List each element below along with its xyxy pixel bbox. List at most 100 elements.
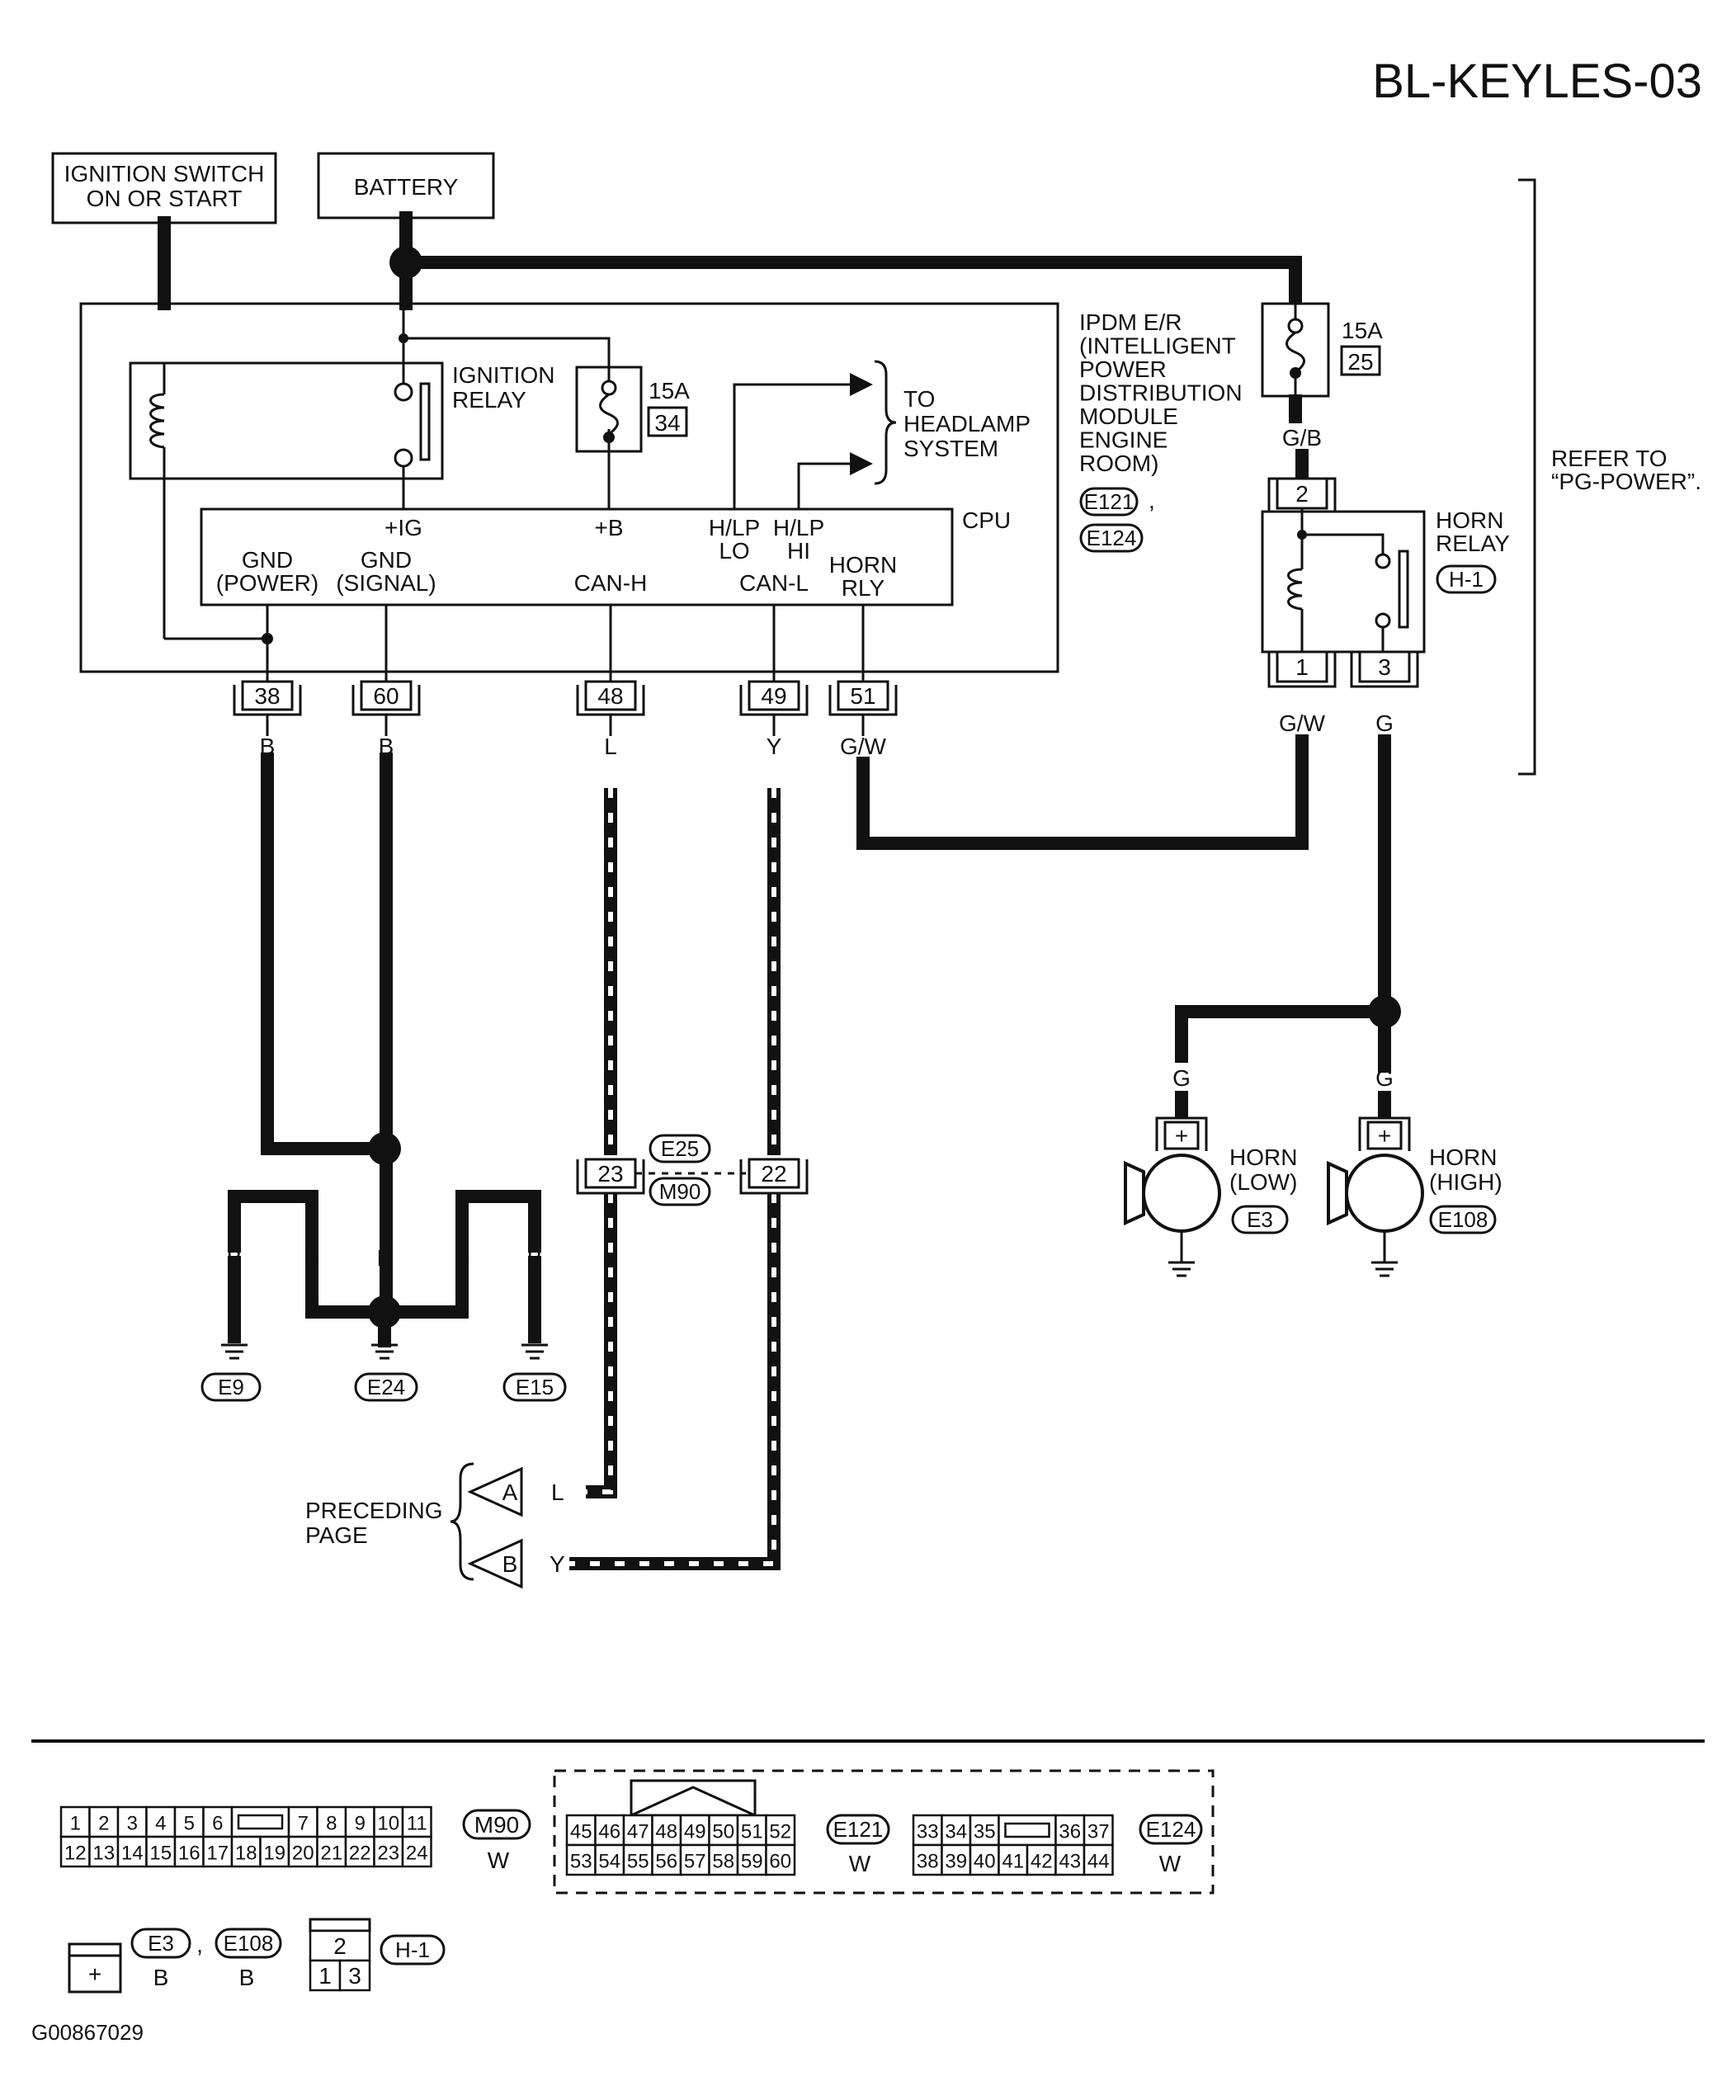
connector-view-e124-id: E124 W [1139,1814,1203,1876]
connector-cavity: 15 [145,1835,177,1868]
joint-connector-m90: M90 [659,1179,701,1204]
svg-text:33: 33 [917,1820,939,1843]
connector-cavity: 48 [651,1814,682,1847]
arrow-b-wire: Y [550,1551,565,1577]
horn-low-terminal: + [1175,1123,1188,1149]
connector-cavity: 9 [344,1805,375,1838]
svg-text:2: 2 [98,1812,109,1834]
connector-view-h1: 2 1 3 H-1 [309,1918,446,1992]
joint-terminal-23: 23 [597,1161,623,1187]
joint-connector: 23 22 E25 M90 [576,1134,809,1206]
svg-text:50: 50 [712,1820,734,1843]
ground-symbols [221,1343,548,1360]
external-fuse-number: 25 [1347,349,1373,375]
connector-cavity: 37 [1083,1814,1114,1847]
ground-splice-lower [368,1295,401,1328]
svg-text:1: 1 [70,1812,81,1834]
svg-text:37: 37 [1087,1820,1110,1843]
cpu-pin-b: +B [594,515,623,540]
connector-cavity: 11 [401,1805,432,1838]
battery-label: BATTERY [354,174,459,200]
connector-cavity: 13 [88,1835,120,1868]
connector-cavity: 56 [651,1843,682,1876]
svg-text:19: 19 [263,1842,285,1864]
refer-to: REFER TO“PG-POWER”. [1518,178,1701,776]
svg-text:W: W [849,1851,871,1876]
svg-text:47: 47 [627,1820,649,1843]
connector-cavity: 52 [765,1814,796,1847]
connector-cavity: 55 [622,1843,653,1876]
horn-high-terminal: + [1378,1123,1391,1149]
svg-text:42: 42 [1031,1850,1053,1872]
ground-splice-upper [368,1132,401,1165]
cpu-internal-leads [164,605,865,682]
svg-text:H-1: H-1 [395,1937,430,1962]
svg-text:39: 39 [945,1850,967,1872]
svg-text:55: 55 [627,1850,649,1872]
svg-text:43: 43 [1059,1850,1081,1872]
connector-cavity: 3 [116,1805,148,1838]
svg-text:54: 54 [598,1850,620,1872]
power-feed-wires [158,211,1302,310]
cpu-pin-ig: +IG [384,515,422,540]
svg-text:52: 52 [769,1820,791,1843]
connector-cavity: 44 [1083,1843,1114,1876]
svg-text:8: 8 [326,1812,337,1834]
connector-cavity: 24 [401,1835,432,1868]
horn-low-label: HORN(LOW) [1229,1144,1297,1195]
connector-cavity [230,1805,290,1838]
connector-cavity: 60 [765,1843,796,1876]
svg-text:B: B [153,1965,169,1990]
svg-text:16: 16 [178,1842,200,1864]
ipdm-wire-color: Y [767,734,782,759]
connector-cavity: 51 [736,1814,767,1847]
connector-cavity: 43 [1054,1843,1086,1876]
connector-cavity: 7 [287,1805,318,1838]
svg-text:B: B [527,1245,543,1271]
ipdm-connector-e121: E121 , [1079,487,1155,517]
connector-cavity: 34 [941,1814,972,1847]
svg-text:12: 12 [64,1842,87,1864]
svg-text:E108: E108 [224,1931,274,1956]
connector-cavity: 38 [912,1843,943,1876]
svg-text:60: 60 [373,683,399,709]
can-lines [569,788,781,1570]
svg-text:A: A [502,1479,518,1505]
connector-cavity: 16 [173,1835,205,1868]
ipdm-connector-group [553,1769,1215,1895]
svg-text:M90: M90 [474,1812,519,1838]
svg-text:46: 46 [598,1820,620,1843]
connector-cavity: 19 [259,1835,290,1868]
horn-high-connector: E108 [1438,1207,1488,1232]
svg-text:51: 51 [741,1820,763,1843]
arrow-b [467,1538,523,1589]
svg-text:21: 21 [320,1842,342,1864]
svg-text:40: 40 [974,1850,996,1872]
svg-text:5: 5 [184,1812,195,1834]
external-fuse-25: 15A 25 G/B [1261,302,1383,479]
horn-high: + HORN(HIGH) E108 [1327,1116,1502,1277]
horn-relay-terminal-3: 3 [1378,654,1391,680]
connector-cavity: 21 [316,1835,347,1868]
svg-text:B: B [502,1551,518,1577]
page-title: BL-KEYLES-03 [1372,54,1702,108]
e121-lock [630,1779,757,1817]
svg-text:E124: E124 [1146,1817,1196,1842]
svg-text:B: B [455,1245,470,1271]
svg-text:2: 2 [333,1933,347,1959]
horn-low: + HORN(LOW) E3 [1124,1116,1297,1277]
cpu-pin-gnd-power: GND(POWER) [216,547,318,596]
